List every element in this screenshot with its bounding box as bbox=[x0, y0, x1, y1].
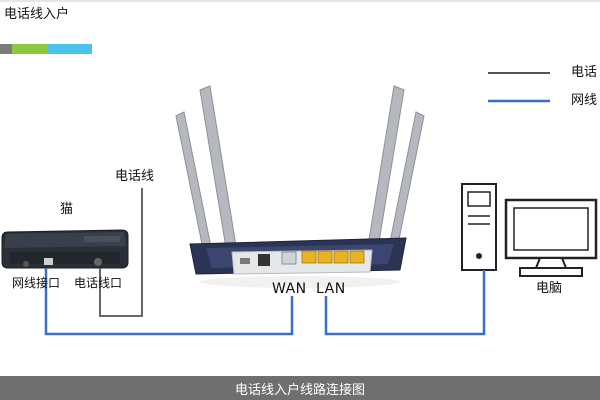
modem-title: 猫 bbox=[60, 202, 74, 217]
footer-caption: 电话线入户线路连接图 bbox=[234, 382, 365, 398]
wan-network-cable bbox=[44, 268, 294, 336]
legend-phone-label: 电话 bbox=[571, 65, 598, 80]
computer-label: 电脑 bbox=[536, 281, 563, 296]
router-antennas bbox=[175, 85, 425, 255]
phone-line-label: 电话线 bbox=[115, 169, 155, 184]
lan-network-cable bbox=[324, 270, 486, 336]
legend-network-label: 网线 bbox=[571, 93, 598, 108]
pc-monitor bbox=[504, 198, 598, 277]
top-title: 电话线入户 bbox=[4, 7, 70, 22]
modem-port-network-label: 网线接口 bbox=[12, 276, 61, 290]
color-bar-blue bbox=[48, 44, 92, 54]
color-bar-green bbox=[12, 44, 48, 54]
wan-label: WAN bbox=[272, 281, 307, 297]
phone-cable bbox=[99, 188, 143, 317]
pc-tower bbox=[461, 183, 497, 271]
lan-label: LAN bbox=[316, 281, 346, 297]
router-device bbox=[189, 237, 407, 288]
footer-caption-bar: 电话线入户线路连接图 bbox=[0, 376, 600, 400]
modem-port-phone-label: 电话线口 bbox=[74, 276, 123, 290]
color-bar-gray bbox=[0, 44, 12, 54]
modem-device bbox=[1, 229, 129, 269]
